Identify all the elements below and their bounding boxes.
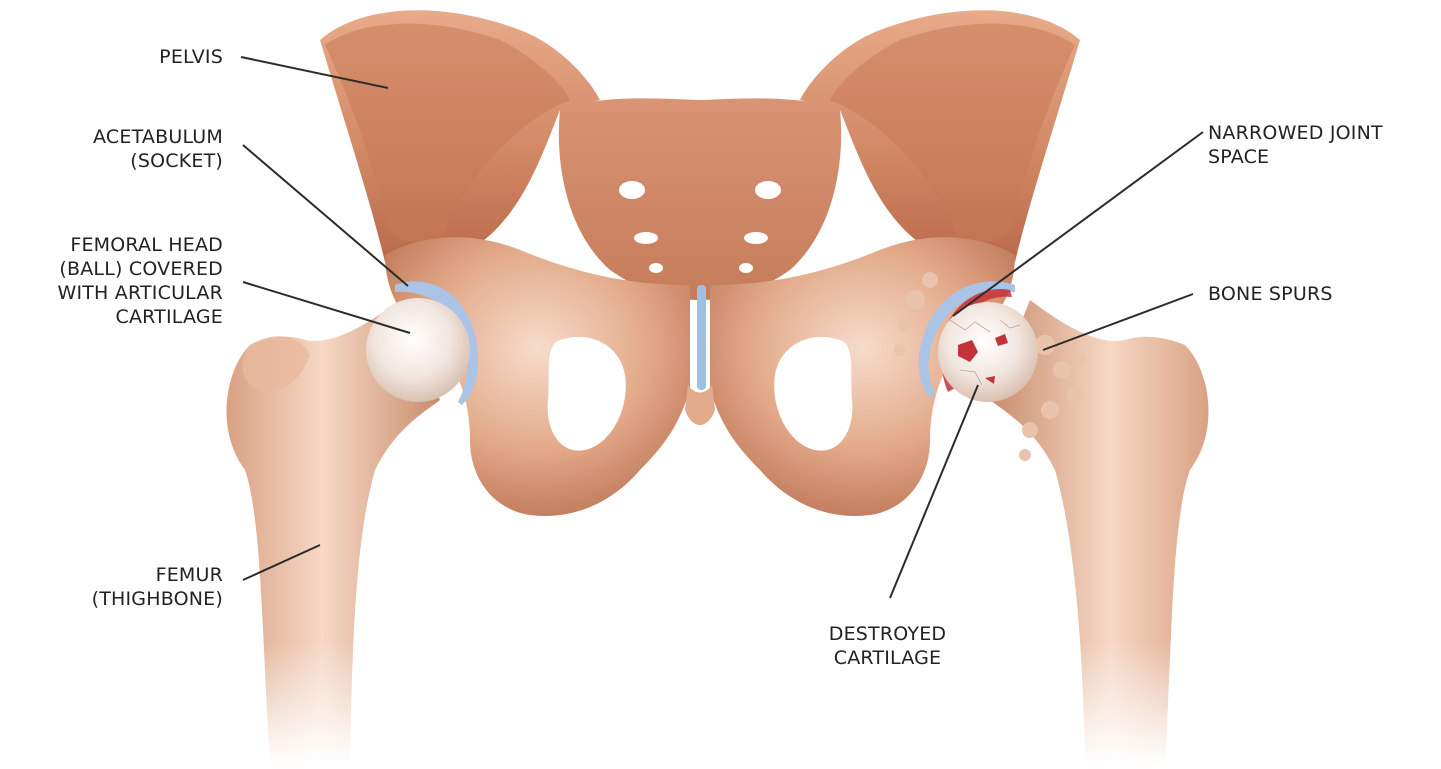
label-femoral-head: FEMORAL HEAD (BALL) COVERED WITH ARTICUL… bbox=[10, 233, 223, 329]
label-pelvis: PELVIS bbox=[80, 45, 223, 69]
label-destroyed-cartilage: DESTROYED CARTILAGE bbox=[800, 622, 975, 670]
label-narrowed-joint-space: NARROWED JOINT SPACE bbox=[1208, 121, 1428, 169]
pelvis-bone bbox=[320, 10, 1080, 516]
label-bone-spurs: BONE SPURS bbox=[1208, 282, 1408, 306]
label-acetabulum: ACETABULUM (SOCKET) bbox=[40, 125, 223, 173]
label-femur: FEMUR (THIGHBONE) bbox=[40, 563, 223, 611]
leader-line-femoral-head bbox=[243, 282, 410, 333]
